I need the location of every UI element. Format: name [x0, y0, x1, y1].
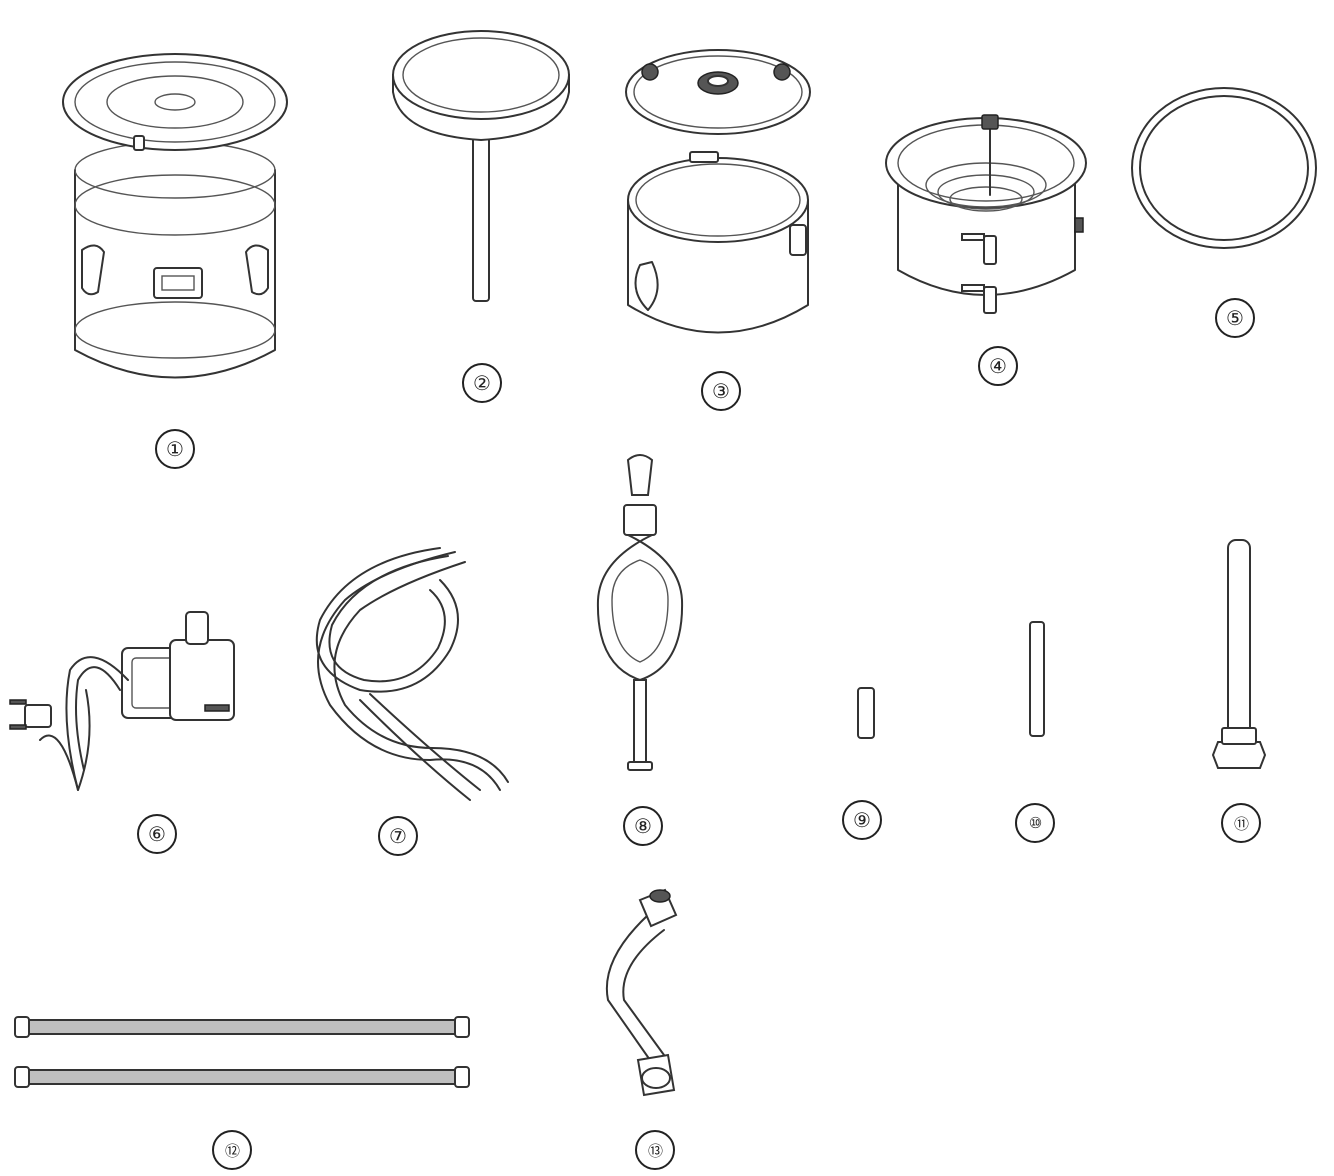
part-13-number: ⑬: [635, 1130, 675, 1170]
part-8-number: ⑧: [623, 806, 663, 846]
part-7-number: ⑦: [378, 816, 418, 856]
part-5-number: ⑤: [1215, 298, 1255, 338]
airlock-drawing: [596, 454, 684, 771]
part-12-number: ⑫: [212, 1130, 252, 1170]
part-3-number: ③: [701, 371, 741, 411]
elbow-pipe-drawing: [605, 888, 678, 1097]
fermenter-pot-drawing: [62, 53, 288, 379]
condenser-pot-drawing: [885, 114, 1087, 314]
part-2-number: ②: [462, 363, 502, 403]
silicone-hoses-drawing: [315, 547, 509, 801]
part-1-number: ①: [155, 429, 195, 469]
part-10-number: ⑩: [1015, 803, 1055, 843]
part-4-number: ④: [978, 346, 1018, 386]
funnel-lid-drawing: [392, 30, 570, 302]
thermometer-probe-drawing: [1211, 539, 1267, 769]
medium-tube-drawing: [1029, 621, 1045, 737]
sealing-ring-drawing: [1131, 87, 1317, 249]
short-tube-drawing: [857, 687, 875, 739]
connecting-pipes-drawing: [14, 1016, 470, 1088]
part-9-number: ⑨: [842, 800, 882, 840]
boiler-pot-drawing: [625, 49, 811, 334]
water-pump-drawing: [9, 611, 235, 791]
part-11-number: ⑪: [1221, 803, 1261, 843]
part-6-number: ⑥: [137, 814, 177, 854]
